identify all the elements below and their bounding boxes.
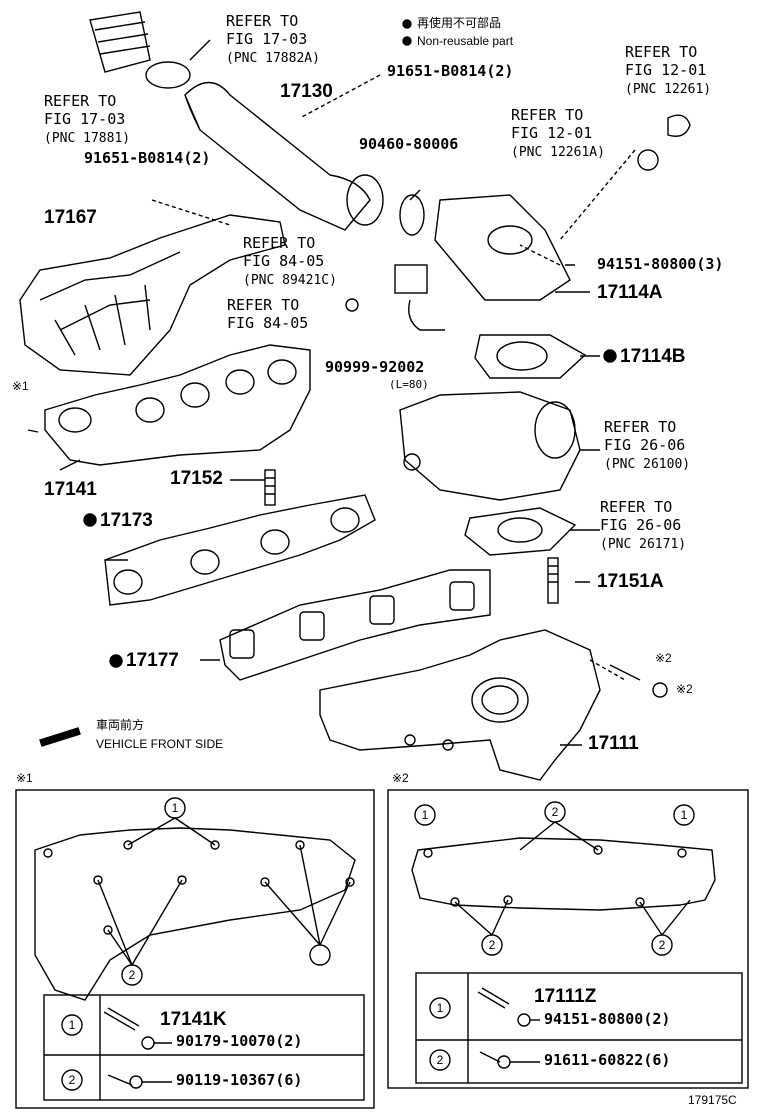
mark-2a: ※2 xyxy=(655,651,672,665)
intake-manifold-17111 xyxy=(319,629,668,781)
heat-insulator-17167 xyxy=(19,214,286,376)
part-17151A: 17151A xyxy=(597,571,664,592)
vehicle-front-arrow xyxy=(39,727,81,747)
box-1-callout-1: 1 xyxy=(171,801,179,815)
box-1-row1-num: 1 xyxy=(68,1018,76,1032)
box-1-manifold xyxy=(34,797,356,1001)
part-17114A: 17114A xyxy=(597,282,663,303)
box-2-frame xyxy=(387,789,749,1089)
box-2-callout-2a: 2 xyxy=(551,805,559,819)
throttle-body-26100 xyxy=(399,391,581,501)
part-17177: 17177 xyxy=(126,650,179,671)
box-2-callout-1a: 1 xyxy=(421,808,429,822)
box-1-title: ※1 xyxy=(16,771,33,785)
gasket-17177 xyxy=(219,569,491,681)
part-17141: 17141 xyxy=(44,479,97,500)
water-outlet-17114A xyxy=(434,114,691,301)
box-2-row2-part: 91611-60822(6) xyxy=(544,1051,671,1069)
nonreusable-dot-17177 xyxy=(109,654,123,668)
part-17167: 17167 xyxy=(44,207,97,228)
part-90460: 90460-80006 xyxy=(359,135,459,153)
box-2-row2-num: 2 xyxy=(436,1053,444,1067)
box-1-row1-part: 17141K xyxy=(160,1009,227,1030)
part-91651-top: 91651-B0814(2) xyxy=(387,62,514,80)
box-2-row1-sub: 94151-80800(2) xyxy=(544,1010,671,1028)
box-1-table-lines xyxy=(44,995,364,1100)
box-2-row1-num: 1 xyxy=(436,1001,444,1015)
box-1-row2-num: 2 xyxy=(68,1073,76,1087)
box-2-table-lines xyxy=(416,973,742,1083)
nonreusable-dot-17173 xyxy=(83,513,97,527)
box-1-frame xyxy=(15,789,375,1109)
stud-17152 xyxy=(264,469,276,506)
box-1-table xyxy=(43,994,365,1101)
part-91651-left: 91651-B0814(2) xyxy=(84,149,211,167)
nonreusable-dot-17114B xyxy=(603,349,617,363)
gasket-26171 xyxy=(464,507,577,556)
part-90999-length: (L=80) xyxy=(389,378,429,391)
box-2-manifold xyxy=(411,801,716,956)
box-2-callout-1b: 1 xyxy=(680,808,688,822)
box-2-callout-2b: 2 xyxy=(488,938,496,952)
mark-2b: ※2 xyxy=(676,682,693,696)
box-2-row1-circle xyxy=(429,997,451,1019)
legend-en: Non-reusable part xyxy=(417,34,514,48)
legend-dot-1 xyxy=(402,19,412,29)
box-2-fasteners xyxy=(477,987,540,1069)
legend-dot-2 xyxy=(402,36,412,46)
box-1-callout-2: 2 xyxy=(128,968,136,982)
box-2-row1-part: 17111Z xyxy=(534,986,597,1007)
box-1-fasteners xyxy=(103,1007,172,1089)
gasket-17114B xyxy=(474,334,587,379)
part-17173: 17173 xyxy=(100,510,153,531)
part-90999: 90999-92002 xyxy=(325,358,425,376)
label-leaders xyxy=(59,39,600,746)
stud-17151A xyxy=(547,557,559,604)
part-17130: 17130 xyxy=(280,81,333,102)
box-1-row2-circle xyxy=(61,1069,83,1091)
hose-17130-upper xyxy=(89,11,425,236)
legend-jp: 再使用不可部品 xyxy=(417,16,502,30)
box-2-title: ※2 xyxy=(392,771,409,785)
box-2-table xyxy=(415,972,743,1084)
part-17111: 17111 xyxy=(588,733,639,754)
vehicle-front-en: VEHICLE FRONT SIDE xyxy=(96,737,224,751)
part-17152: 17152 xyxy=(170,468,223,489)
diagram-id: 179175C xyxy=(688,1093,737,1107)
sensor-89421C xyxy=(345,264,445,331)
part-94151: 94151-80800(3) xyxy=(597,255,724,273)
box-2-callout-2c: 2 xyxy=(658,938,666,952)
box-2-row2-circle xyxy=(429,1049,451,1071)
vehicle-front-jp: 車両前方 xyxy=(96,718,145,732)
part-17114B: 17114B xyxy=(620,346,686,367)
box-1-row2-part: 90119-10367(6) xyxy=(176,1071,303,1089)
box-1-row1-circle xyxy=(61,1014,83,1036)
exhaust-manifold-17141 xyxy=(27,344,311,466)
box-1-row1-sub: 90179-10070(2) xyxy=(176,1032,303,1050)
mark-1: ※1 xyxy=(12,379,29,393)
gasket-17173 xyxy=(104,494,376,606)
